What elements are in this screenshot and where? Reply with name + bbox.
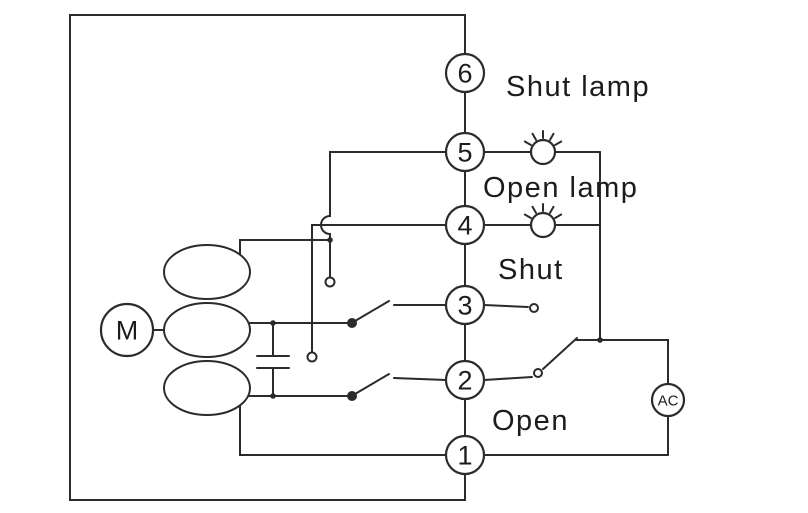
lamp-circle: [529, 138, 557, 166]
terminal-3: 3: [444, 284, 486, 326]
ac-source: AC: [650, 382, 686, 418]
wire-terminal2-inside: [393, 377, 447, 381]
lamp-rays: [523, 130, 563, 146]
junction-dot: [270, 320, 276, 326]
contact-circle: [529, 303, 539, 313]
motor-symbol: M: [99, 244, 251, 416]
wire-terminal4-inside: [311, 224, 447, 353]
motor-winding-coils: [163, 244, 251, 416]
terminal-circle: [444, 204, 486, 246]
terminal-4-number: 4: [457, 210, 472, 240]
terminal-2-number: 2: [457, 365, 472, 395]
terminal-circle: [444, 52, 486, 94]
terminal-5: 5: [444, 131, 486, 173]
ac-circle-icon: [650, 382, 686, 418]
wire-terminal3-stub: [483, 304, 529, 308]
coil-icon: [163, 244, 251, 300]
label-open: Open: [492, 405, 569, 437]
selector-switch: [529, 303, 603, 378]
contact-circle: [324, 276, 336, 288]
lamp-circle: [529, 211, 557, 239]
label-open-lamp: Open lamp: [483, 172, 638, 204]
terminal-3-number: 3: [457, 290, 472, 320]
junction-dot: [270, 393, 276, 399]
switch-common-dot: [347, 318, 357, 328]
terminal-1: 1: [444, 434, 486, 476]
terminal-circle: [444, 434, 486, 476]
motor-circle-icon: [99, 302, 155, 358]
terminal-1-number: 1: [457, 440, 472, 470]
label-shut-lamp: Shut lamp: [506, 71, 650, 103]
lamp-icon-upper: [523, 130, 563, 166]
wire-terminal5-inside: [320, 151, 447, 278]
junction-dot: [327, 237, 333, 243]
coil-icon: [163, 360, 251, 416]
limit-switch-lower: [306, 351, 390, 401]
wire-terminal1-motor: [239, 405, 447, 456]
enclosure-outline: [69, 14, 466, 501]
contact-circle: [306, 351, 318, 363]
terminal-circle: [444, 359, 486, 401]
terminal-block: 6 5 4 3 2 1: [444, 52, 486, 476]
lamp-rays: [523, 203, 563, 219]
switch-arm: [354, 373, 390, 395]
label-shut: Shut: [498, 254, 564, 286]
switch-arm: [542, 337, 578, 370]
contact-circle: [533, 368, 543, 378]
terminal-6: 6: [444, 52, 486, 94]
capacitor-symbol: [256, 320, 290, 399]
wire-terminal2-stub: [483, 376, 533, 381]
ac-label: AC: [658, 392, 679, 409]
wire-ac-top: [575, 339, 669, 385]
wire-winding-top: [239, 239, 331, 257]
terminal-circle: [444, 131, 486, 173]
switch-arm: [354, 300, 390, 322]
lamp-icon-lower: [523, 203, 563, 239]
terminal-5-number: 5: [457, 137, 472, 167]
coil-icon: [163, 302, 251, 358]
terminal-circle: [444, 284, 486, 326]
terminal-6-number: 6: [457, 58, 472, 88]
junction-dot: [597, 337, 603, 343]
motor-label: M: [116, 315, 139, 345]
switch-common-dot: [347, 391, 357, 401]
limit-switch-upper: [324, 276, 390, 328]
circuit-wires: [239, 151, 669, 456]
terminal-2: 2: [444, 359, 486, 401]
terminal-4: 4: [444, 204, 486, 246]
